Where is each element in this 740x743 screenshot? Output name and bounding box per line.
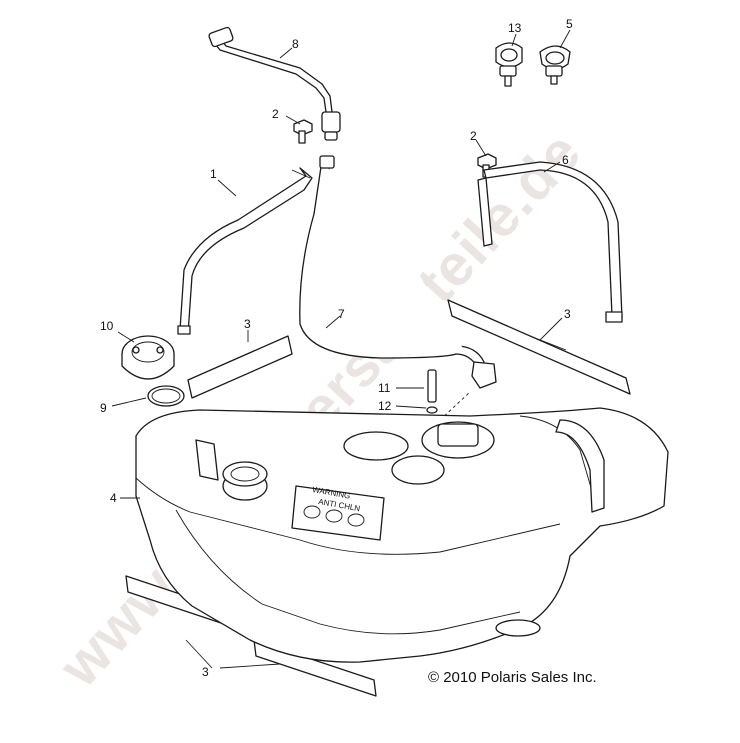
- grommet-12: [426, 406, 438, 414]
- callout-grommet-12: 12: [378, 399, 392, 413]
- pad-bottom-right: [253, 639, 377, 697]
- callout-vent-hose: 7: [338, 307, 345, 321]
- fuel-cap: [121, 335, 175, 380]
- leader-lines: [111, 29, 571, 669]
- filler-hose: [208, 26, 341, 141]
- pad-right: [447, 299, 631, 395]
- fuel-tank: WARNING ANTI CHLN: [135, 407, 669, 663]
- strap-left: [177, 167, 313, 335]
- callout-bolt-right: 2: [470, 129, 477, 143]
- callout-pad-right: 3: [564, 307, 571, 321]
- callouts: 1 2 2 3 3 3 4 5 6 7 8 9 10 11 12 13: [100, 17, 573, 679]
- callout-filler-hose: 8: [292, 37, 299, 51]
- pad-middle: [187, 335, 293, 399]
- callout-oring: 9: [100, 401, 107, 415]
- bolt-left: [293, 119, 313, 144]
- callout-strap-right: 6: [562, 153, 569, 167]
- callout-pad-middle: 3: [244, 317, 251, 331]
- callout-tube-11: 11: [378, 381, 391, 395]
- callout-tank: 4: [110, 491, 117, 505]
- callout-cap: 10: [100, 319, 114, 333]
- callout-clip-13: 13: [508, 21, 522, 35]
- vent-hose: [299, 155, 497, 389]
- tube-11: [427, 369, 437, 403]
- o-ring: [147, 385, 185, 407]
- callout-strap-left: 1: [210, 167, 217, 181]
- callout-bolt-left: 2: [272, 107, 279, 121]
- callout-pad-bottom: 3: [202, 665, 209, 679]
- copyright-text: © 2010 Polaris Sales Inc.: [428, 669, 597, 686]
- clamp-5: [539, 45, 571, 85]
- strap-right: [477, 161, 623, 323]
- clip-13: [495, 42, 523, 87]
- callout-clamp-5: 5: [566, 17, 573, 31]
